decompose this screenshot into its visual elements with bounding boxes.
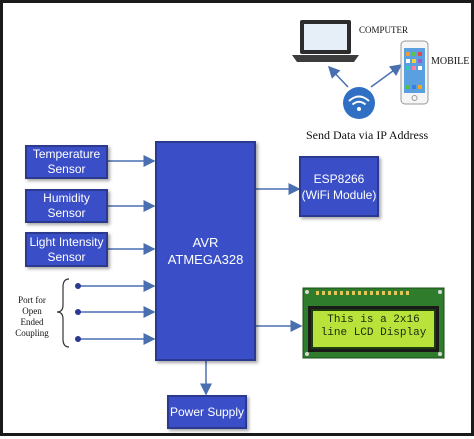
port-dot — [75, 283, 81, 289]
esp8266-wifi-module-block: ESP8266 (WiFi Module) — [299, 156, 379, 217]
to-mobile-arrow — [370, 64, 403, 88]
avr-microcontroller-block: AVR ATMEGA328 — [155, 141, 256, 361]
port-label-line1: Port for — [18, 295, 46, 305]
wifi-label-line1: ESP8266 — [313, 171, 365, 186]
mcu-label-line1: AVR — [192, 235, 219, 250]
wifi-icon — [343, 87, 375, 119]
mobile-label: MOBILE — [431, 56, 470, 67]
laptop-icon — [292, 20, 359, 62]
light-label-line2: Sensor — [47, 249, 86, 264]
temperature-sensor-block: Temperature Sensor — [25, 145, 108, 179]
light-label-line1: Light Intensity — [29, 234, 104, 249]
computer-label: COMPUTER — [359, 25, 409, 35]
to-computer-arrow — [327, 65, 349, 88]
port-dot — [75, 309, 81, 315]
port-label-line2: Open — [22, 306, 42, 316]
humidity-sensor-block: Humidity Sensor — [25, 189, 108, 223]
port-dot — [75, 336, 81, 342]
port-brace — [56, 278, 70, 348]
wifi-label-line2: (WiFi Module) — [301, 187, 377, 202]
power-supply-block: Power Supply — [167, 395, 247, 429]
lcd-line1: This is a 2x16 — [327, 314, 420, 326]
lcd-screen: This is a 2x16 line LCD Display — [311, 309, 436, 349]
port-label-line3: Ended — [20, 317, 44, 327]
lcd-line2: line LCD Display — [320, 327, 427, 339]
light-intensity-sensor-block: Light Intensity Sensor — [25, 232, 108, 267]
smartphone-icon — [400, 40, 429, 105]
humidity-label-line2: Sensor — [47, 206, 86, 220]
send-data-label: Send Data via IP Address — [306, 128, 429, 142]
humidity-label-line1: Humidity — [43, 191, 90, 205]
temperature-label-line2: Sensor — [47, 162, 86, 176]
temperature-label-line1: Temperature — [32, 147, 101, 161]
mcu-label-line2: ATMEGA328 — [167, 252, 244, 267]
port-label-line4: Coupling — [15, 328, 49, 338]
port-label: Port for Open Ended Coupling — [9, 295, 55, 339]
power-supply-label: Power Supply — [169, 404, 245, 419]
